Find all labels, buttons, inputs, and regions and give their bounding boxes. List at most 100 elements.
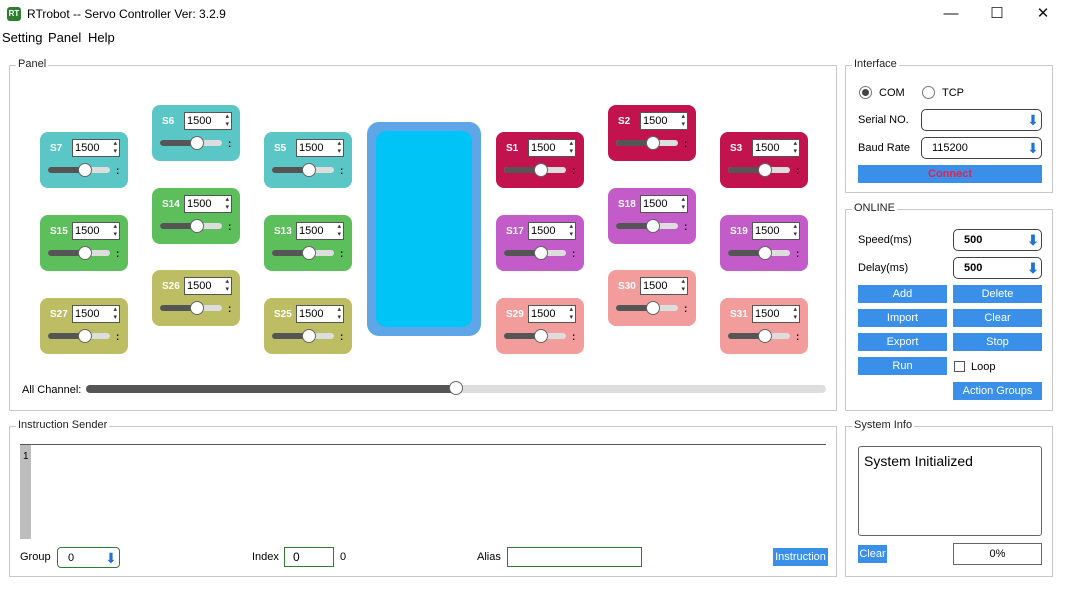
servo-value-spinbox[interactable]: 1500▴▾	[640, 277, 688, 295]
servo-slider-handle[interactable]	[190, 219, 205, 233]
servo-slider-handle[interactable]	[302, 246, 317, 260]
servo-value-spinbox[interactable]: 1500▴▾	[752, 222, 800, 240]
system-clear-button[interactable]: Clear	[858, 545, 887, 563]
action-groups-button[interactable]: Action Groups	[953, 382, 1042, 400]
spin-arrows-icon[interactable]: ▴▾	[113, 223, 117, 238]
close-button[interactable]: ✕	[1036, 5, 1050, 22]
spin-arrows-icon[interactable]: ▴▾	[225, 113, 229, 128]
servo-value-spinbox[interactable]: 1500▴▾	[184, 277, 232, 295]
serial-no-select[interactable]: ⬇	[921, 109, 1042, 131]
group-select[interactable]: 0 ⬇	[57, 547, 120, 568]
servo-slider[interactable]	[504, 163, 566, 177]
export-button[interactable]: Export	[858, 333, 947, 351]
servo-slider-handle[interactable]	[190, 301, 205, 315]
spin-arrows-icon[interactable]: ▴▾	[337, 223, 341, 238]
servo-value-spinbox[interactable]: 1500▴▾	[184, 112, 232, 130]
spin-arrows-icon[interactable]: ▴▾	[113, 140, 117, 155]
servo-slider[interactable]	[160, 219, 222, 233]
servo-slider-handle[interactable]	[534, 246, 549, 260]
menu-help[interactable]: Help	[88, 30, 115, 45]
spin-arrows-icon[interactable]: ▴▾	[681, 196, 685, 211]
instruction-editor[interactable]: 1	[20, 444, 826, 539]
delay-select[interactable]: 500 ⬇	[953, 257, 1042, 279]
add-button[interactable]: Add	[858, 285, 947, 303]
servo-slider-handle[interactable]	[646, 301, 661, 315]
servo-value-spinbox[interactable]: 1500▴▾	[528, 139, 576, 157]
servo-value-spinbox[interactable]: 1500▴▾	[640, 195, 688, 213]
stop-button[interactable]: Stop	[953, 333, 1042, 351]
servo-slider[interactable]	[728, 163, 790, 177]
servo-slider-handle[interactable]	[758, 329, 773, 343]
spin-arrows-icon[interactable]: ▴▾	[337, 140, 341, 155]
servo-slider-handle[interactable]	[78, 329, 93, 343]
system-info-log[interactable]: System Initialized	[858, 446, 1042, 536]
servo-slider-handle[interactable]	[78, 246, 93, 260]
spin-arrows-icon[interactable]: ▴▾	[793, 306, 797, 321]
baud-rate-select[interactable]: 115200 ⬇	[921, 137, 1042, 159]
servo-slider-handle[interactable]	[646, 219, 661, 233]
alias-input[interactable]	[507, 547, 642, 567]
servo-slider[interactable]	[160, 136, 222, 150]
send-instruction-button[interactable]: Instruction	[773, 548, 828, 566]
spin-arrows-icon[interactable]: ▴▾	[681, 278, 685, 293]
servo-slider-handle[interactable]	[758, 246, 773, 260]
tcp-radio[interactable]	[922, 86, 935, 99]
com-radio[interactable]	[859, 86, 872, 99]
spin-arrows-icon[interactable]: ▴▾	[225, 278, 229, 293]
servo-slider-handle[interactable]	[302, 329, 317, 343]
servo-slider-handle[interactable]	[534, 329, 549, 343]
loop-checkbox[interactable]	[954, 361, 965, 372]
import-button[interactable]: Import	[858, 309, 947, 327]
servo-slider[interactable]	[616, 219, 678, 233]
servo-slider-handle[interactable]	[646, 136, 661, 150]
servo-slider[interactable]	[504, 329, 566, 343]
spin-arrows-icon[interactable]: ▴▾	[113, 306, 117, 321]
spin-arrows-icon[interactable]: ▴▾	[225, 196, 229, 211]
spin-arrows-icon[interactable]: ▴▾	[337, 306, 341, 321]
servo-slider-handle[interactable]	[78, 163, 93, 177]
servo-slider[interactable]	[160, 301, 222, 315]
all-channel-handle[interactable]	[449, 381, 463, 395]
servo-value-spinbox[interactable]: 1500▴▾	[72, 139, 120, 157]
servo-slider-handle[interactable]	[534, 163, 549, 177]
servo-slider[interactable]	[728, 246, 790, 260]
servo-slider[interactable]	[728, 329, 790, 343]
maximize-button[interactable]: ☐	[990, 5, 1004, 22]
servo-value-spinbox[interactable]: 1500▴▾	[72, 305, 120, 323]
servo-value-spinbox[interactable]: 1500▴▾	[296, 222, 344, 240]
servo-value-spinbox[interactable]: 1500▴▾	[528, 305, 576, 323]
servo-slider[interactable]	[504, 246, 566, 260]
minimize-button[interactable]: —	[943, 5, 959, 22]
servo-value-spinbox[interactable]: 1500▴▾	[184, 195, 232, 213]
run-button[interactable]: Run	[858, 357, 947, 375]
menu-setting[interactable]: Setting	[2, 30, 43, 45]
all-channel-slider[interactable]	[86, 381, 826, 395]
servo-value-spinbox[interactable]: 1500▴▾	[296, 305, 344, 323]
connect-button[interactable]: Connect	[858, 165, 1042, 183]
spin-arrows-icon[interactable]: ▴▾	[681, 113, 685, 128]
servo-slider[interactable]	[616, 301, 678, 315]
index-input[interactable]: 0	[284, 547, 334, 567]
spin-arrows-icon[interactable]: ▴▾	[569, 140, 573, 155]
servo-value-spinbox[interactable]: 1500▴▾	[296, 139, 344, 157]
servo-slider-handle[interactable]	[302, 163, 317, 177]
servo-value-spinbox[interactable]: 1500▴▾	[640, 112, 688, 130]
delete-button[interactable]: Delete	[953, 285, 1042, 303]
spin-arrows-icon[interactable]: ▴▾	[793, 140, 797, 155]
servo-slider[interactable]	[48, 163, 110, 177]
servo-slider[interactable]	[272, 329, 334, 343]
servo-slider[interactable]	[48, 246, 110, 260]
servo-slider[interactable]	[616, 136, 678, 150]
servo-slider-handle[interactable]	[190, 136, 205, 150]
servo-slider[interactable]	[48, 329, 110, 343]
servo-slider-handle[interactable]	[758, 163, 773, 177]
menu-panel[interactable]: Panel	[48, 30, 82, 45]
spin-arrows-icon[interactable]: ▴▾	[569, 306, 573, 321]
spin-arrows-icon[interactable]: ▴▾	[569, 223, 573, 238]
servo-value-spinbox[interactable]: 1500▴▾	[752, 139, 800, 157]
spin-arrows-icon[interactable]: ▴▾	[793, 223, 797, 238]
servo-slider[interactable]	[272, 163, 334, 177]
clear-button[interactable]: Clear	[953, 309, 1042, 327]
servo-value-spinbox[interactable]: 1500▴▾	[528, 222, 576, 240]
servo-slider[interactable]	[272, 246, 334, 260]
